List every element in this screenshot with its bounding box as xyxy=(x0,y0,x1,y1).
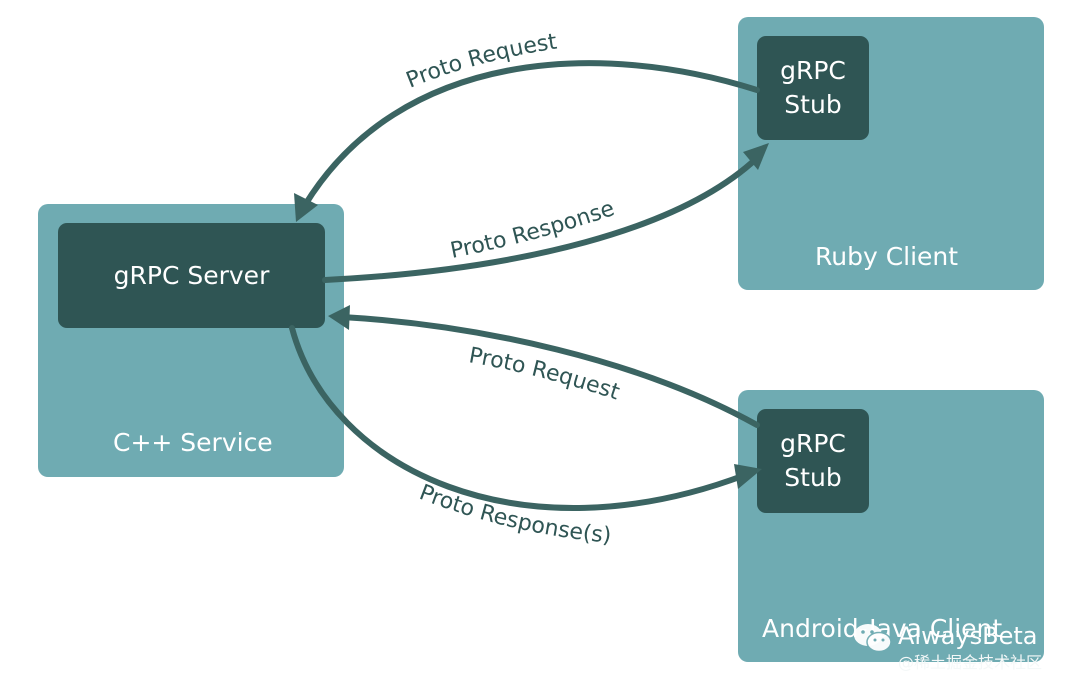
watermark-site: @稀土掘金技术社区 xyxy=(898,653,1043,672)
ruby-response-arrow xyxy=(322,155,760,283)
ruby-client-label: Ruby Client xyxy=(815,242,959,271)
android-request-arrow xyxy=(339,314,760,428)
grpc-server-box: gRPC Server xyxy=(58,223,325,328)
cpp-service-label: C++ Service xyxy=(113,428,273,457)
android-grpc-stub-box: gRPC Stub xyxy=(757,409,869,513)
ruby-request-arrow xyxy=(302,60,760,208)
android-request-label: Proto Request xyxy=(467,343,623,405)
ruby-request-arrowhead xyxy=(294,193,318,222)
android-response-arrowhead xyxy=(734,464,762,489)
watermark-name: AlwaysBeta xyxy=(898,622,1038,650)
ruby-response-arrowhead xyxy=(743,143,769,170)
ruby-grpc-stub-box: gRPC Stub xyxy=(757,36,869,140)
grpc-server-label: gRPC Server xyxy=(113,260,270,290)
ruby-request-label: Proto Request xyxy=(403,30,559,94)
android-response-label: Proto Response(s) xyxy=(416,480,612,548)
android-request-arrowhead xyxy=(328,305,350,330)
android-response-arrow xyxy=(289,325,748,511)
ruby-stub-line1: gRPC xyxy=(780,56,846,85)
ruby-stub-line2: Stub xyxy=(784,90,842,119)
wechat-icon xyxy=(852,620,894,656)
android-stub-line1: gRPC xyxy=(780,429,846,458)
android-stub-line2: Stub xyxy=(784,463,842,492)
